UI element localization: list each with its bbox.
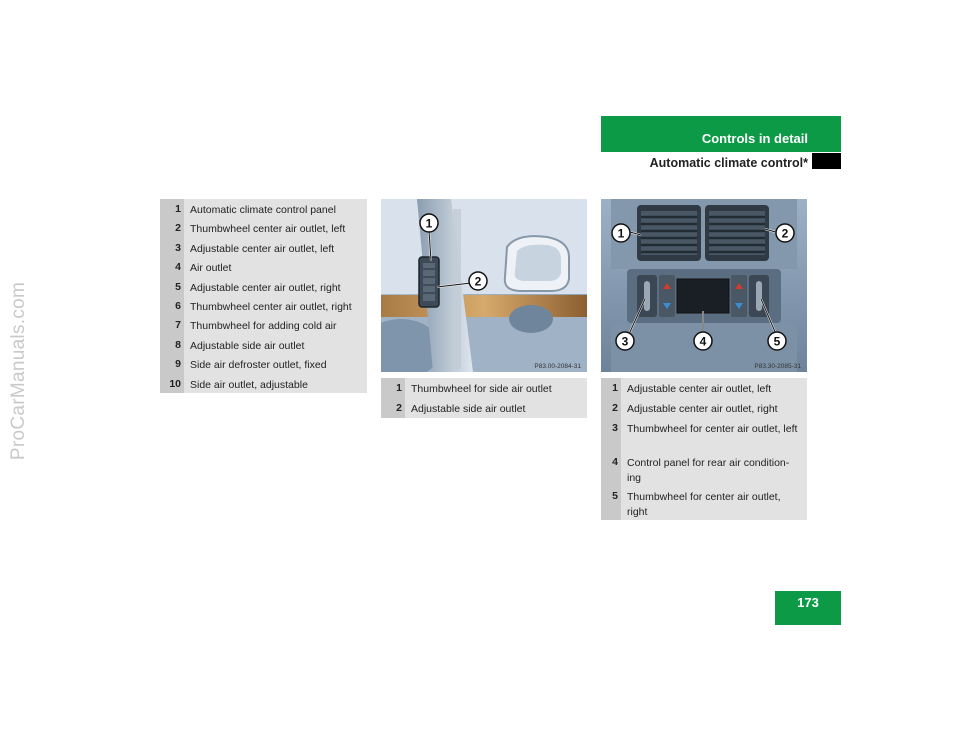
- row-number: 9: [160, 354, 184, 374]
- row-number: 3: [160, 237, 184, 258]
- table-row: 1 Adjustable center air outlet, left: [601, 378, 807, 398]
- table-row: 3 Adjustable center air outlet, left: [160, 237, 367, 258]
- row-number: 10: [160, 373, 184, 393]
- row-text: Side air defroster outlet, fixed: [190, 359, 327, 372]
- callout-4-label: 4: [700, 335, 707, 349]
- table-row: 2 Thumbwheel center air outlet, left: [160, 218, 367, 238]
- row-text: Adjustable side air outlet: [190, 339, 305, 352]
- callout-3-label: 3: [622, 335, 629, 349]
- side-watermark: ProCarManuals.com: [2, 0, 36, 742]
- section-title: Controls in detail: [701, 131, 808, 146]
- table-row: 5 Adjustable center air outlet, right: [160, 276, 367, 296]
- callout-2-label: 2: [782, 227, 789, 241]
- table-row: 9 Side air defroster outlet, fixed: [160, 354, 367, 374]
- row-number: 6: [160, 295, 184, 316]
- table-row: 1 Thumbwheel for side air outlet: [381, 378, 587, 398]
- callout-2: 2: [468, 271, 488, 291]
- row-text: Adjustable side air outlet: [411, 403, 526, 415]
- table-row: 6 Thumbwheel center air outlet, right: [160, 295, 367, 316]
- table-row: 7 Thumbwheel for adding cold air: [160, 315, 367, 335]
- callout-5-label: 5: [774, 335, 781, 349]
- side-air-outlet-photo: 1 2 P83.00-2084-31: [381, 199, 587, 372]
- vent-left: [637, 205, 701, 261]
- row-number: 1: [381, 378, 405, 398]
- row-text: Adjustable center air outlet, left: [190, 242, 335, 255]
- row-text: Thumbwheel for adding cold air: [190, 320, 337, 333]
- row-number: 1: [601, 378, 621, 398]
- page-number: 173: [775, 591, 841, 625]
- row-number: 8: [160, 334, 184, 355]
- row-number: 2: [160, 218, 184, 238]
- section-header-bar: Controls in detail: [601, 116, 841, 152]
- row-number: 4: [601, 452, 621, 486]
- control-panel: [637, 275, 769, 317]
- table-row: 10 Side air outlet, adjustable: [160, 373, 367, 393]
- header-marker: [812, 153, 841, 169]
- row-number: 1: [160, 199, 184, 219]
- rear-climate-panel-photo: 1 2 3 4 5 P83.30-2085-31: [601, 199, 807, 372]
- row-number: 3: [601, 418, 621, 452]
- row-number: 2: [381, 398, 405, 418]
- callout-1: 1: [419, 213, 439, 233]
- row-text: Adjustable center air outlet, right: [627, 403, 778, 415]
- watermark-text: ProCarManuals.com: [8, 281, 29, 461]
- callout-2-label: 2: [475, 275, 482, 289]
- table-row: 3 Thumbwheel for center air outlet, left: [601, 418, 807, 452]
- side-air-outlet-illustration: 1 2: [381, 199, 587, 372]
- row-number: 4: [160, 257, 184, 277]
- row-number: 2: [601, 398, 621, 418]
- row-number: 5: [160, 276, 184, 296]
- vent-right: [705, 205, 769, 261]
- table-row: 8 Adjustable side air outlet: [160, 334, 367, 355]
- row-text: Control panel for rear air condition-ing: [627, 457, 790, 484]
- row-text: Thumbwheel center air outlet, left: [190, 223, 346, 236]
- image-code: P83.00-2084-31: [534, 363, 581, 370]
- callout-1: 1: [611, 223, 631, 243]
- row-text: Thumbwheel center air outlet, right: [190, 300, 352, 313]
- callout-2: 2: [775, 223, 795, 243]
- row-text: Thumbwheel for center air outlet, right: [627, 491, 781, 518]
- row-number: 7: [160, 315, 184, 335]
- rear-console-illustration: 1 2 3 4 5: [601, 199, 807, 372]
- rear-climate-legend-table: 1 Adjustable center air outlet, left 2 Adj…: [601, 378, 807, 520]
- callout-3: 3: [615, 331, 635, 351]
- table-row: 2 Adjustable side air outlet: [381, 398, 587, 418]
- callout-4: 4: [693, 331, 713, 351]
- page-subtitle: Automatic climate control*: [649, 156, 808, 170]
- row-text: Adjustable center air outlet, right: [190, 281, 341, 294]
- callout-1-label: 1: [426, 217, 433, 231]
- row-text: Thumbwheel for side air outlet: [411, 383, 552, 395]
- row-number: 5: [601, 486, 621, 520]
- row-text: Side air outlet, adjustable: [190, 378, 308, 391]
- table-row: 4 Air outlet: [160, 257, 367, 277]
- row-text: Thumbwheel for center air outlet, left: [627, 423, 798, 435]
- table-row: 2 Adjustable center air outlet, right: [601, 398, 807, 418]
- row-text: Automatic climate control panel: [190, 204, 336, 216]
- image-code: P83.30-2085-31: [754, 363, 801, 370]
- callout-5: 5: [767, 331, 787, 351]
- table-row: 1 Automatic climate control panel: [160, 199, 367, 219]
- row-text: Adjustable center air outlet, left: [627, 383, 772, 395]
- row-text: Air outlet: [190, 262, 232, 275]
- callout-1-label: 1: [618, 227, 625, 241]
- side-outlet-legend-table: 1 Thumbwheel for side air outlet 2 Adjusta…: [381, 378, 587, 418]
